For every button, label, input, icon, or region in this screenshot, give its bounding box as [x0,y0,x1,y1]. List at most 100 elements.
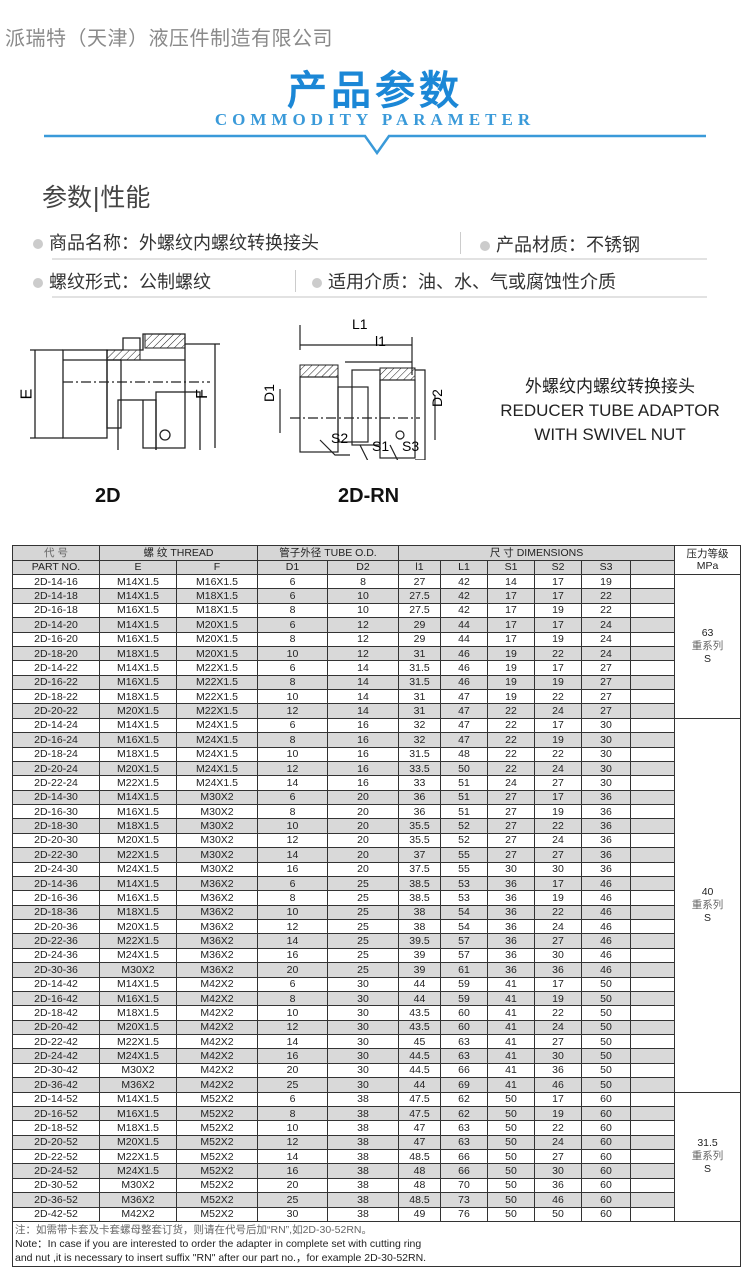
cell-L1: 52 [440,832,489,849]
cell-L1: 70 [440,1177,489,1194]
cell-f: M20X1.5 [175,645,259,662]
cell-s1: 50 [487,1163,536,1179]
cell-part-no: 2D-16-22 [12,674,100,691]
cell-f: M24X1.5 [175,717,259,734]
cell-s3: 46 [581,933,632,949]
cell-s3: 50 [581,1005,632,1021]
cell-d2: 20 [327,818,400,834]
cell-s1: 41 [487,1077,536,1093]
cell-part-no: 2D-30-42 [12,1062,100,1079]
cell-L1: 57 [440,933,489,949]
cell-part-no: 2D-24-52 [12,1163,100,1179]
description-cn: 外螺纹内螺纹转换接头 [525,377,695,396]
cell-d1: 6 [257,573,329,590]
cell-s2: 17 [534,875,583,892]
cell-d2: 38 [327,1148,400,1165]
cell-f: M36X2 [175,904,259,921]
dim-label-l1: l1 [375,333,386,349]
cell-e: M24X1.5 [99,1163,177,1179]
cell-e: M20X1.5 [99,832,177,849]
cell-L1: 47 [440,717,489,734]
cell-part-no: 2D-14-20 [12,617,100,633]
cell-f: M52X2 [175,1163,259,1179]
cell-s3: 30 [581,746,632,762]
cell-f: M42X2 [175,976,259,992]
cell-d1: 6 [257,875,329,892]
cell-d2: 14 [327,703,400,719]
cell-L1: 51 [440,789,489,806]
cell-s2: 22 [534,688,583,705]
cell-L1: 62 [440,1105,489,1122]
cell-L1: 51 [440,803,489,820]
cell-e: M22X1.5 [99,1148,177,1165]
cell-s1: 41 [487,1019,536,1036]
cell-f: M36X2 [175,947,259,964]
cell-L1: 66 [440,1163,489,1179]
cell-s1: 17 [487,617,536,633]
cell-s1: 27 [487,847,536,863]
cell-d1: 16 [257,861,329,877]
cell-f: M24X1.5 [175,760,259,777]
cell-s1: 19 [487,688,536,705]
cell-l1: 33 [398,775,442,791]
cell-d1: 10 [257,645,329,662]
cell-d1: 10 [257,904,329,921]
cell-f: M42X2 [175,1048,259,1064]
cell-d1: 8 [257,890,329,906]
cell-blank [630,732,676,748]
dim-label-S3: S3 [402,438,420,454]
cell-l1: 31 [398,645,442,662]
cell-blank [630,645,676,662]
cell-s2: 24 [534,1134,583,1151]
cell-s3: 46 [581,875,632,892]
cell-L1: 60 [440,1005,489,1021]
cell-L1: 63 [440,1134,489,1151]
cell-e: M16X1.5 [99,631,177,647]
cell-d2: 30 [327,1033,400,1050]
cell-s1: 50 [487,1177,536,1194]
table-note: 注：如需带卡套及卡套螺母整套订货，则请在代号后加“RN”,如2D-30-52RN… [11,1220,742,1267]
cell-s2: 30 [534,1163,583,1179]
spec-thread-type: 螺纹形式：公制螺纹 [33,268,211,294]
cell-l1: 36 [398,789,442,806]
cell-f: M24X1.5 [175,746,259,762]
cell-blank [630,933,676,949]
cell-s3: 46 [581,962,632,978]
cell-part-no: 2D-42-52 [12,1206,100,1222]
cell-s2: 17 [534,976,583,992]
cell-s2: 24 [534,703,583,719]
cell-blank [630,1077,676,1093]
cell-l1: 44 [398,990,442,1007]
cell-l1: 47.5 [398,1105,442,1122]
cell-l1: 31.5 [398,746,442,762]
cell-L1: 47 [440,688,489,705]
cell-d1: 16 [257,947,329,964]
header-pressure-unit: MPa [696,560,719,572]
cell-f: M52X2 [175,1120,259,1136]
cell-l1: 44.5 [398,1048,442,1064]
cell-l1: 44 [398,976,442,992]
spec-material: 产品材质：不锈钢 [480,231,640,257]
cell-blank [630,617,676,633]
cell-part-no: 2D-20-30 [12,832,100,849]
header-code: 代 号 [12,545,100,561]
cell-f: M24X1.5 [175,775,259,791]
cell-s1: 24 [487,775,536,791]
cell-d1: 20 [257,1177,329,1194]
cell-l1: 39 [398,962,442,978]
cell-blank [630,875,676,892]
cell-l1: 31.5 [398,660,442,676]
cell-s1: 36 [487,890,536,906]
cell-L1: 66 [440,1062,489,1079]
pressure-series: 重系列 [691,1150,724,1163]
cell-s2: 27 [534,775,583,791]
cell-L1: 50 [440,760,489,777]
pressure-series: 重系列 [691,639,724,652]
cell-s2: 19 [534,631,583,647]
